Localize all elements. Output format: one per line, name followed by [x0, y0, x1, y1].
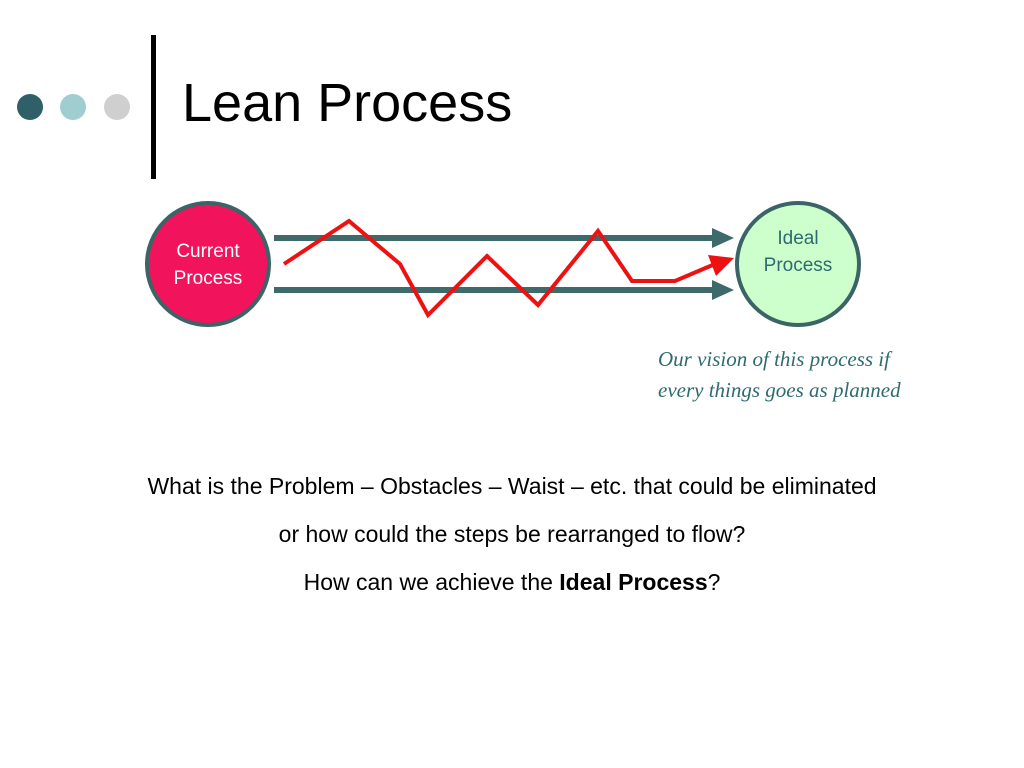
- body-line-3-suffix: ?: [707, 569, 721, 595]
- zigzag-actual-path: [282, 218, 734, 319]
- decorative-dots: [0, 0, 150, 200]
- flow-arrow-top: [274, 228, 734, 248]
- body-line-3-prefix: How can we achieve the: [303, 569, 560, 595]
- dot-dark-icon: [17, 94, 43, 120]
- vision-note-line1: Our vision of this process if: [658, 347, 890, 371]
- body-line-1: What is the Problem – Obstacles – Waist …: [147, 473, 877, 499]
- ideal-process-emphasis: Ideal Process: [559, 569, 708, 595]
- current-process-label: Current Process: [148, 238, 268, 292]
- flow-arrow-bottom: [274, 280, 734, 300]
- ideal-process-label-line2: Process: [763, 255, 833, 276]
- body-text: What is the Problem – Obstacles – Waist …: [0, 466, 1024, 610]
- current-process-node: [145, 201, 271, 327]
- current-process-label-line1: Current: [176, 241, 240, 262]
- title-divider: [151, 35, 156, 179]
- ideal-process-label: Ideal Process: [738, 225, 858, 279]
- current-process-label-line2: Process: [173, 268, 243, 289]
- body-line-2: or how could the steps be rearranged to …: [278, 521, 746, 547]
- vision-note-line2: every things goes as planned: [658, 378, 901, 402]
- vision-note: Our vision of this process if every thin…: [658, 344, 998, 406]
- slide-title: Lean Process: [182, 73, 513, 133]
- dot-gray-icon: [104, 94, 130, 120]
- dot-teal-icon: [60, 94, 86, 120]
- body-line-3: How can we achieve the Ideal Process?: [0, 562, 1024, 610]
- ideal-process-node: [735, 201, 861, 327]
- ideal-process-label-line1: Ideal: [777, 228, 819, 249]
